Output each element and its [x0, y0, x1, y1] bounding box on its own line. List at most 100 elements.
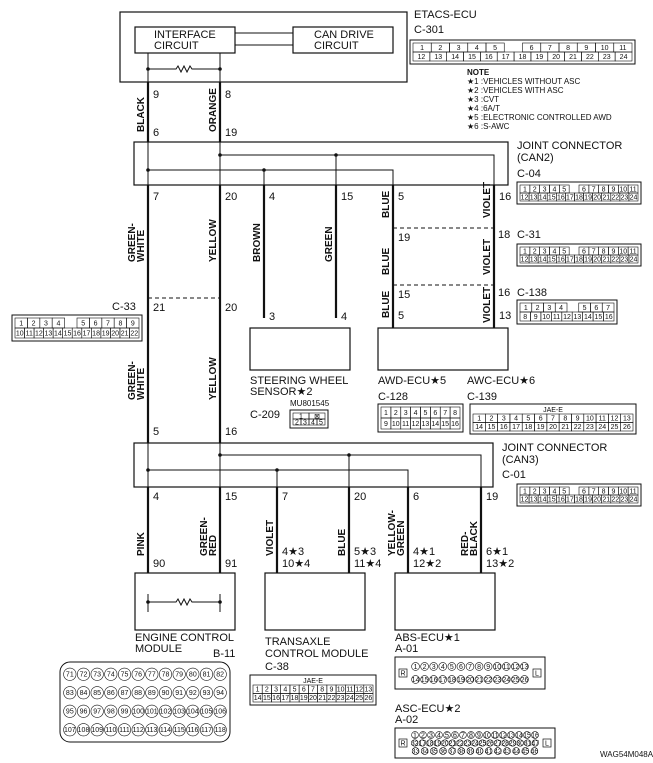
connector-pin-number: 6	[582, 248, 586, 255]
connector-pin	[76, 667, 91, 681]
connector-pin	[435, 731, 443, 739]
connector-pin-number: 5	[81, 320, 85, 327]
connector-pin-number: 44	[512, 748, 520, 755]
connector-pin-number: 93	[203, 690, 211, 697]
connector-pin-number: 1	[19, 320, 23, 327]
connector-pin-number: 29	[509, 740, 517, 747]
connector-pin-number: 3	[432, 664, 436, 671]
wire-color-label: RED-	[460, 532, 471, 556]
connector-pin-number: 16	[605, 314, 613, 321]
connector-pin	[494, 747, 502, 755]
connector-pin-number: 8	[602, 248, 606, 255]
connector-pin	[515, 731, 523, 739]
terminating-resistor-icon	[148, 64, 220, 74]
connector-side-label: R	[400, 671, 405, 678]
steering-wheel-sensor-box	[249, 327, 351, 371]
connector-pin-number: 14	[254, 695, 262, 702]
connector-pin-number: 94	[216, 690, 224, 697]
connector-pin-number: 101	[146, 709, 158, 716]
connector-pin-number: 4	[514, 416, 518, 423]
c31-connector-label: C-31	[517, 229, 541, 241]
pin-number: 21	[153, 302, 165, 314]
connector-pin-number: 12	[499, 732, 507, 739]
figure-id: WAG54M048A	[600, 750, 653, 759]
connector-pin-number: 10	[601, 45, 609, 52]
connector-pin	[501, 739, 509, 747]
connector-pin-number: 20	[593, 194, 601, 201]
connector-pin	[145, 667, 159, 681]
pin-number: 6★1	[486, 546, 508, 558]
pin-number: 7	[282, 491, 288, 503]
connector-outline	[409, 39, 636, 65]
connector-pin	[509, 739, 517, 747]
connector-pin-number: 26	[364, 695, 372, 702]
connector-pin	[186, 723, 200, 737]
connector-pin	[475, 731, 483, 739]
connector-pin-number: 4	[283, 687, 287, 694]
connector-side-box	[542, 738, 552, 748]
connector-pin-number: 13	[507, 732, 515, 739]
steering-sensor-title: SENSOR★2	[250, 386, 312, 398]
pin-number: 13★2	[486, 558, 514, 570]
connector-pin	[172, 667, 186, 681]
connector-pin-number: 2	[536, 305, 540, 312]
joint-can3-title: JOINT CONNECTOR	[502, 442, 607, 454]
connector-pin-number: 7	[592, 186, 596, 193]
note-item: ★6 :S-AWC	[467, 122, 510, 131]
connector-pin	[172, 686, 186, 700]
connector-pin-number: 3	[543, 248, 547, 255]
connector-pin	[104, 686, 118, 700]
connector-pin	[427, 731, 435, 739]
connector-side-box	[398, 738, 408, 748]
connector-pin-number: 21	[121, 330, 129, 337]
connector-pin-number: 110	[105, 727, 116, 734]
connector-pin	[76, 704, 91, 718]
connector-pin-number: 9	[384, 421, 388, 428]
connector-pin-number: 2	[490, 416, 494, 423]
connector-pin-number: 102	[160, 709, 172, 716]
pin-number: 4★3	[282, 546, 304, 558]
connector-pin	[483, 675, 493, 684]
connector-pin	[516, 739, 524, 747]
connector-pin-number: 23	[603, 54, 611, 61]
connector-pin-number: 85	[93, 690, 101, 697]
wire-color-label: GREEN-	[127, 223, 138, 262]
connector-outline	[394, 656, 546, 690]
connector-pin	[456, 675, 466, 684]
connector-pin-number: 25	[355, 695, 363, 702]
connector-pin-number: 8	[477, 664, 481, 671]
connector-pin-number: 83	[66, 690, 74, 697]
connector-pin-number: 17	[512, 424, 520, 431]
connector-pin-number: 106	[214, 709, 226, 716]
connector-pin	[471, 739, 479, 747]
wire-color-labels: BLACK ORANGE GREEN- WHITE YELLOW BROWN G…	[127, 88, 493, 556]
pin-number: 5	[398, 310, 404, 322]
connector-pin-number: 15	[263, 695, 271, 702]
connector-pin-number: 2	[32, 320, 36, 327]
connector-pin	[464, 739, 471, 747]
connector-pin-number: 6	[94, 320, 98, 327]
connector-pin-number: 14	[54, 330, 62, 337]
connector-pin-number: 19	[535, 54, 543, 61]
connector-pin-number: 10	[392, 421, 400, 428]
connector-pin	[90, 686, 104, 700]
pin-number: 20	[354, 491, 366, 503]
connector-pin-number: 82	[216, 672, 224, 679]
connector-outline	[516, 243, 642, 267]
connector-pin-number: 3	[543, 488, 547, 495]
connector-pin-number: 6	[459, 664, 463, 671]
connector-pin-number: 8	[453, 410, 457, 417]
connector-pin-number: 9	[576, 416, 580, 423]
connector-pin	[411, 731, 419, 739]
connector-pin	[620, 422, 634, 432]
connector-pin	[104, 667, 118, 681]
connector-pin-number: 16	[557, 496, 565, 503]
connector-pin-number: 11	[402, 421, 409, 428]
wires	[146, 82, 496, 573]
pin-number: 20	[225, 302, 237, 314]
connector-pin	[499, 731, 507, 739]
connector-pin-number: 1	[420, 45, 424, 52]
connector-pin-number: 5	[562, 186, 566, 193]
